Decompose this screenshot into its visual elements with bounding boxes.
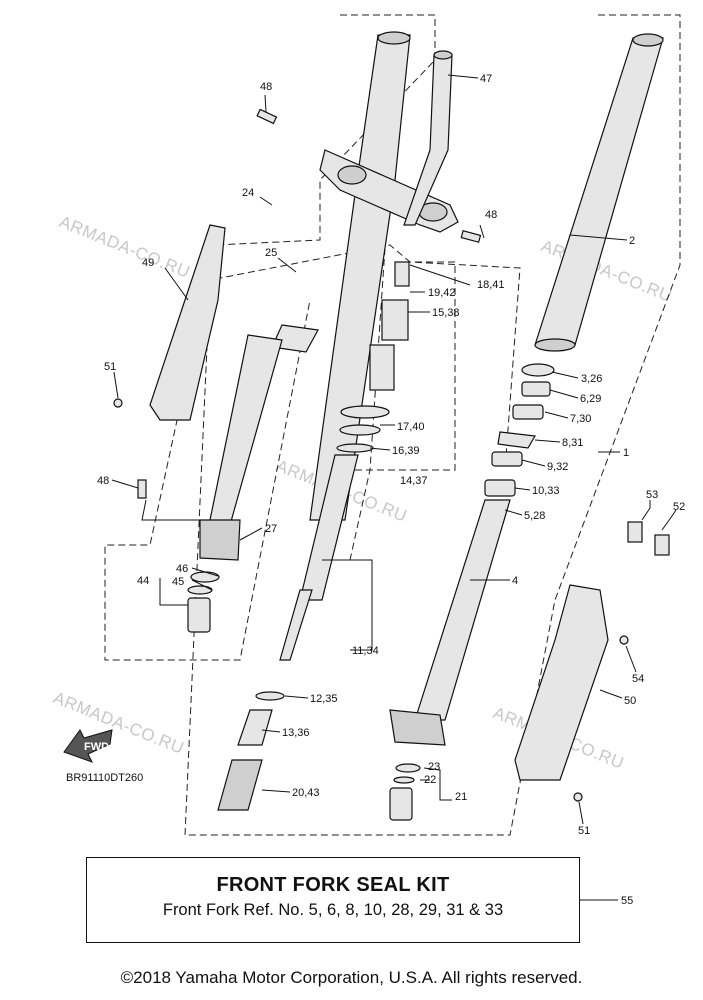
diagram-code: BR91110DT260 (66, 772, 143, 784)
assembly-outlines (104, 14, 681, 836)
part-label-21: 21 (455, 791, 467, 803)
part-label-9-32: 9,32 (547, 461, 568, 473)
part-label-5-28: 5,28 (524, 510, 545, 522)
fwd-label: FWD (84, 741, 109, 753)
part-label-52: 52 (673, 501, 685, 513)
part-label-13-36: 13,36 (282, 727, 310, 739)
assembly-14-outline (344, 261, 456, 471)
part-label-25: 25 (265, 247, 277, 259)
part-label-46: 46 (176, 563, 188, 575)
part-label-23: 23 (428, 761, 440, 773)
part-label-2: 2 (629, 235, 635, 247)
part-label-4: 4 (512, 575, 518, 587)
part-label-49: 49 (142, 257, 154, 269)
part-label-51-right: 51 (578, 825, 590, 837)
part-label-55: 55 (621, 895, 633, 907)
part-label-47: 47 (480, 73, 492, 85)
part-label-3-26: 3,26 (581, 373, 602, 385)
copyright-footer: ©2018 Yamaha Motor Corporation, U.S.A. A… (120, 968, 583, 987)
axle-holder-right (389, 763, 421, 821)
part-label-15-38: 15,38 (432, 307, 460, 319)
part-label-19-42: 19,42 (428, 287, 456, 299)
part-label-6-29: 6,29 (580, 393, 601, 405)
leader-lines (111, 74, 677, 901)
part-label-16-39: 16,39 (392, 445, 420, 457)
part-label-27: 27 (265, 523, 277, 535)
seal-kit-title: FRONT FORK SEAL KIT (216, 874, 450, 896)
part-label-24: 24 (242, 187, 254, 199)
part-label-51-left: 51 (104, 361, 116, 373)
part-label-45: 45 (172, 576, 184, 588)
left-fork-tube (199, 31, 411, 561)
part-label-50: 50 (624, 695, 636, 707)
part-label-8-31: 8,31 (562, 437, 583, 449)
assembly-inner-outline (349, 247, 386, 561)
assembly-24-outline (104, 14, 436, 661)
part-label-17-40: 17,40 (397, 421, 425, 433)
fork-guards (149, 224, 609, 781)
axle-holder-left (187, 571, 220, 633)
watermark-1: ARMADA-CO.RU (57, 212, 193, 282)
right-fork-tube (534, 33, 664, 352)
part-label-7-30: 7,30 (570, 413, 591, 425)
part-label-48-right: 48 (485, 209, 497, 221)
cartridge (217, 261, 410, 811)
part-label-11-34: 11,34 (352, 645, 379, 657)
assembly-1-outline (184, 14, 681, 836)
part-label-22: 22 (424, 774, 436, 786)
part-label-10-33: 10,33 (532, 485, 560, 497)
part-label-44: 44 (137, 575, 149, 587)
inner-tube (389, 499, 511, 746)
part-label-1: 1 (623, 447, 629, 459)
part-label-48-top: 48 (260, 81, 272, 93)
part-label-12-35: 12,35 (310, 693, 338, 705)
part-label-54: 54 (632, 673, 644, 685)
part-label-20-43: 20,43 (292, 787, 320, 799)
seal-kit-subtitle: Front Fork Ref. No. 5, 6, 8, 10, 28, 29,… (162, 901, 504, 919)
small-parts (113, 108, 670, 802)
part-label-53: 53 (646, 489, 658, 501)
part-label-48-left: 48 (97, 475, 109, 487)
part-labels: 1 2 3,26 6,29 7,30 8,31 9,32 10,33 5,28 … (97, 73, 685, 907)
seal-kit-box: FRONT FORK SEAL KIT Front Fork Ref. No. … (86, 857, 580, 943)
upper-bracket (319, 50, 459, 233)
part-label-14-37: 14,37 (400, 475, 428, 487)
fwd-arrow-icon: FWD (63, 729, 113, 763)
part-label-18-41: 18,41 (477, 279, 505, 291)
seal-stack (484, 363, 555, 497)
